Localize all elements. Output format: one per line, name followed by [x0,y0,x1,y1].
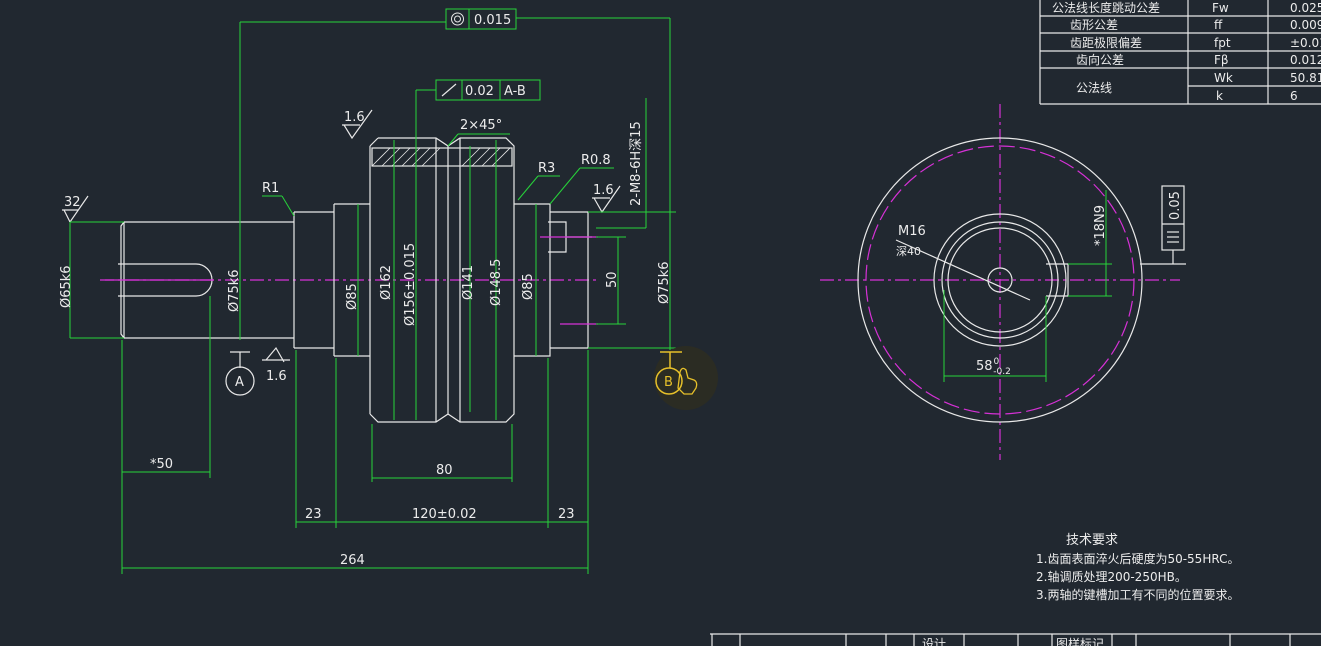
gear-body-right [447,137,515,423]
title-block-design: 设计 [922,637,946,646]
dim-d65: Ø65k6 [59,265,74,308]
datum-a-label: A [235,375,244,390]
dim-d50: 50 [605,271,620,288]
dim-d75-left: Ø75k6 [227,269,242,312]
dim-d156: Ø156±0.015 [403,243,418,326]
dim-l50: *50 [150,457,173,472]
pitch-circle [865,145,1135,415]
symmetry-value: 0.05 [1168,191,1183,220]
table-row-name: 齿向公差 [1076,52,1124,67]
datum-b-marker[interactable]: B [654,346,718,410]
concentricity-frame [445,8,517,30]
dim-l23-right: 23 [558,507,575,522]
datum-a-finish: 1.6 [266,369,287,384]
title-block: 设计 图样标记 [710,633,1321,646]
label-m16-depth: 深40 [896,245,921,258]
table-row-symbol: Fβ [1214,53,1229,67]
tech-req-item: 3.两轴的键槽加工有不同的位置要求。 [1036,587,1239,602]
datum-a-symbol [225,366,255,396]
hand-cursor-icon [677,367,698,395]
tech-req-title: 技术要求 [1066,533,1118,548]
table-row-value: ±0.013 [1290,36,1321,50]
table-row-symbol: k [1216,89,1223,103]
label-r3: R3 [538,161,555,176]
table-row-name: 齿形公差 [1070,18,1118,32]
dim-l23-left: 23 [305,507,322,522]
dim-keyway-width: *18N9 [1093,205,1108,246]
label-r1: R1 [262,181,279,196]
outer-circle [857,137,1143,423]
center-bore [987,267,1013,293]
shaft-end-view: M16 深40 580-0.2 *18N9 0.05 [820,104,1186,460]
concentricity-value: 0.015 [474,13,511,28]
label-chamfer: 2×45° [460,118,502,133]
surface-finish-neck: 1.6 [593,183,614,198]
tech-req-item: 1.齿面表面淬火后硬度为50-55HRC。 [1036,551,1239,566]
surface-finish-gear: 1.6 [344,110,365,125]
runout-arrow-icon [441,83,457,97]
shaft-shoulder-right [514,203,551,357]
table-row-symbol: Wk [1214,71,1233,85]
table-row-name: 公法线长度跳动公差 [1052,0,1160,15]
gear-parameter-table: 公法线长度跳动公差 Fw 0.025 齿形公差 ff 0.009 齿距极限偏差 … [1039,0,1321,105]
surface-finish-gear-icon [342,109,373,140]
dim-keyway-depth: 580-0.2 [976,357,1011,377]
gear-hatching-top [371,147,513,167]
table-row-symbol: Fw [1212,1,1229,15]
dim-d148: Ø148.5 [489,259,504,306]
table-row-name: 齿距极限偏差 [1070,35,1142,50]
dim-l120: 120±0.02 [412,507,477,522]
title-block-marking: 图样标记 [1056,636,1104,646]
runout-datum: A-B [504,84,526,99]
table-row-symbol: ff [1214,18,1223,32]
table-row-value: 0.025 [1290,1,1321,15]
label-r08: R0.8 [581,153,611,168]
dim-d162: Ø162 [379,265,394,300]
shaft-shoulder-85 [333,203,370,357]
dim-d85-left: Ø85 [345,283,360,310]
shaft-right-segment [550,211,589,349]
label-thread: 2-M8-6H深15 [629,121,644,206]
table-row-value: 0.009 [1290,18,1321,32]
table-row-symbol: fpt [1214,36,1231,50]
datum-b-label: B [664,375,673,390]
tech-req-item: 2.轴调质处理200-250HB。 [1036,569,1187,584]
runout-value: 0.02 [465,84,494,99]
dim-d85-right: Ø85 [521,273,536,300]
end-keyway [1046,263,1069,297]
label-m16: M16 [898,224,926,239]
table-row-value: 50.81 [1290,71,1321,85]
dim-d75-right: Ø75k6 [657,261,672,304]
dim-l80: 80 [436,463,453,478]
table-row-name: 公法线 [1076,81,1112,95]
surface-finish-left: 32 [64,195,81,210]
dim-l264: 264 [340,553,365,568]
datum-a-finish-icon [262,346,290,363]
shaft-dimensions: 0.015 0.02 A-B 32 1.6 1.6 R1 R3 R0.8 [59,8,676,574]
shaft-left-segment [120,221,294,339]
table-row-value: 6 [1290,89,1298,103]
shaft-step-75 [293,211,334,349]
technical-requirements: 技术要求 1.齿面表面淬火后硬度为50-55HRC。 2.轴调质处理200-25… [1036,533,1239,602]
dim-d141: Ø141 [461,265,476,300]
shaft-side-view [100,137,600,423]
table-row-value: 0.012 [1290,53,1321,67]
